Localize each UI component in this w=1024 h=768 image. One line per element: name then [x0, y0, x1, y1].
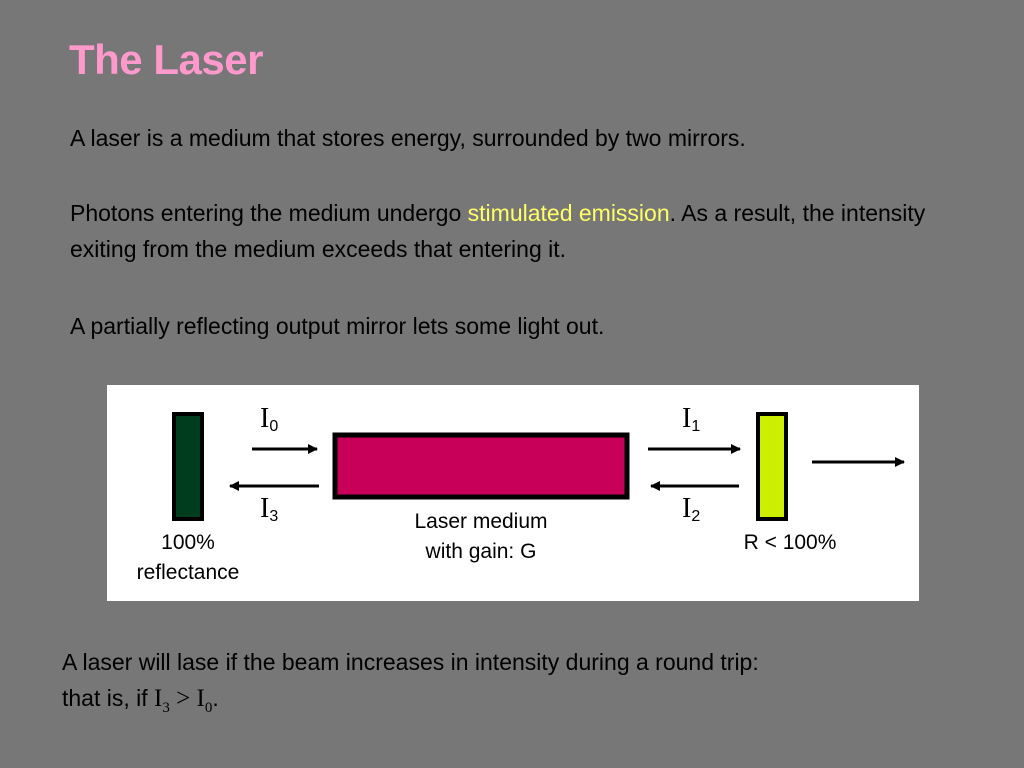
left-mirror-label: 100% reflectance — [136, 531, 240, 584]
paragraph-stimulated-emission: Photons entering the medium undergo stim… — [70, 195, 970, 267]
bottom-line-1: A laser will lase if the beam increases … — [62, 649, 759, 675]
label-i3: I3 — [260, 493, 279, 525]
label-i2: I2 — [682, 493, 701, 525]
laser-cavity-diagram: I0 I3 I1 I2 100% reflectance Laser mediu… — [107, 385, 919, 601]
lasing-condition-text: A laser will lase if the beam increases … — [62, 649, 759, 716]
label-i0: I0 — [260, 403, 279, 435]
left-mirror — [172, 412, 204, 521]
right-mirror — [756, 412, 788, 521]
laser-diagram-graphics — [172, 412, 905, 521]
slide-title: The Laser — [69, 36, 263, 83]
bottom-line-2-prefix: that is, if — [62, 685, 155, 711]
medium-label: Laser medium with gain: G — [414, 510, 548, 563]
para2-text-after: . As a result, the intensity exiting fro… — [70, 200, 926, 262]
lasing-condition-formula: I3 > I0 — [154, 685, 213, 716]
paragraph-output-mirror: A partially reflecting output mirror let… — [70, 313, 605, 339]
para2-text-before: Photons entering the medium undergo — [70, 200, 468, 226]
laser-medium — [332, 432, 630, 500]
paragraph-intro: A laser is a medium that stores energy, … — [70, 125, 746, 151]
stimulated-emission-highlight: stimulated emission — [467, 200, 670, 226]
right-mirror-label: R < 100% — [743, 531, 837, 554]
label-i1: I1 — [682, 403, 701, 435]
